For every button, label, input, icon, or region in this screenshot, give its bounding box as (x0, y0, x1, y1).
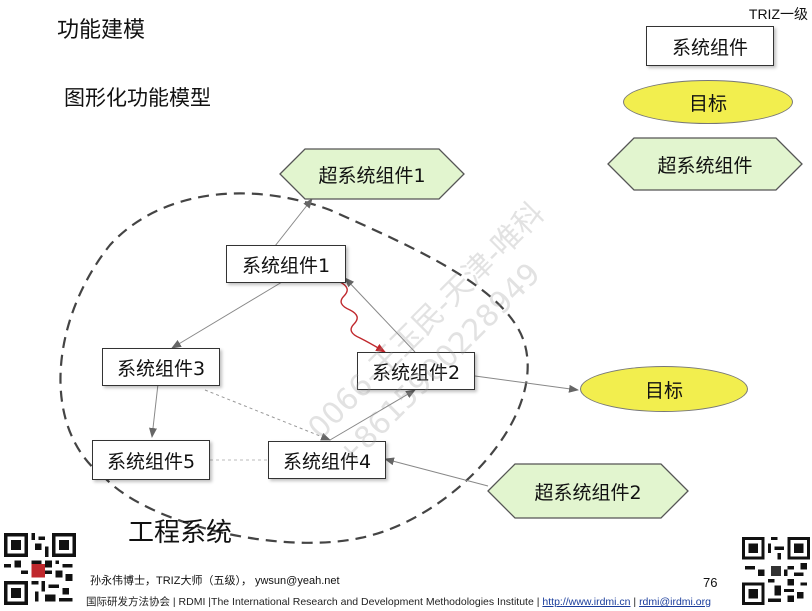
slide-title: 功能建模 (57, 18, 146, 43)
supersystem-component-1-label: 超系统组件1 (318, 164, 426, 187)
engineering-system-label: 工程系统 (128, 518, 233, 548)
footer-org-text: 国际研发方法协会 | RDMI |The International Resea… (86, 596, 543, 608)
footer-author: 孙永伟博士，TRIZ大师（五级）， ywsun@yeah.net (90, 575, 340, 587)
system-component-3: 系统组件3 (102, 348, 220, 386)
legend-supersystem: 超系统组件 (606, 136, 804, 192)
link-c4-c2 (329, 389, 416, 441)
system-component-1: 系统组件1 (226, 245, 346, 283)
footer-email-link[interactable]: rdmi@irdmi.org (639, 596, 711, 608)
link-c3-c5 (149, 383, 159, 438)
link-ss2-c4 (384, 457, 489, 487)
footer-url-link[interactable]: http://www.irdmi.cn (542, 596, 631, 608)
system-component-5: 系统组件5 (92, 440, 210, 480)
legend-target: 目标 (623, 80, 793, 124)
system-boundary (59, 192, 529, 544)
harmful-link-c1-c2 (339, 281, 386, 353)
link-c2-c1 (344, 277, 416, 353)
link-c3-c4 (204, 389, 331, 441)
course-level: TRIZ一级 (748, 6, 808, 22)
qr-code-left (4, 533, 76, 605)
footer-organization: 国际研发方法协会 | RDMI |The International Resea… (86, 594, 711, 609)
page-number: 76 (703, 575, 718, 590)
link-c1-ss1 (274, 198, 313, 247)
link-c2-target (474, 375, 579, 393)
footer-separator: | (630, 596, 640, 608)
system-component-4: 系统组件4 (268, 441, 386, 479)
legend-supersystem-label: 超系统组件 (657, 154, 753, 177)
supersystem-component-2-label: 超系统组件2 (534, 481, 642, 504)
slide-subtitle: 图形化功能模型 (64, 86, 211, 110)
qr-code-right (742, 536, 810, 606)
supersystem-component-1: 超系统组件1 (278, 147, 466, 201)
link-c1-c3 (171, 281, 283, 349)
legend-component: 系统组件 (646, 26, 774, 66)
supersystem-component-2: 超系统组件2 (486, 462, 690, 520)
target-ellipse: 目标 (580, 366, 748, 412)
system-component-2: 系统组件2 (357, 352, 475, 390)
